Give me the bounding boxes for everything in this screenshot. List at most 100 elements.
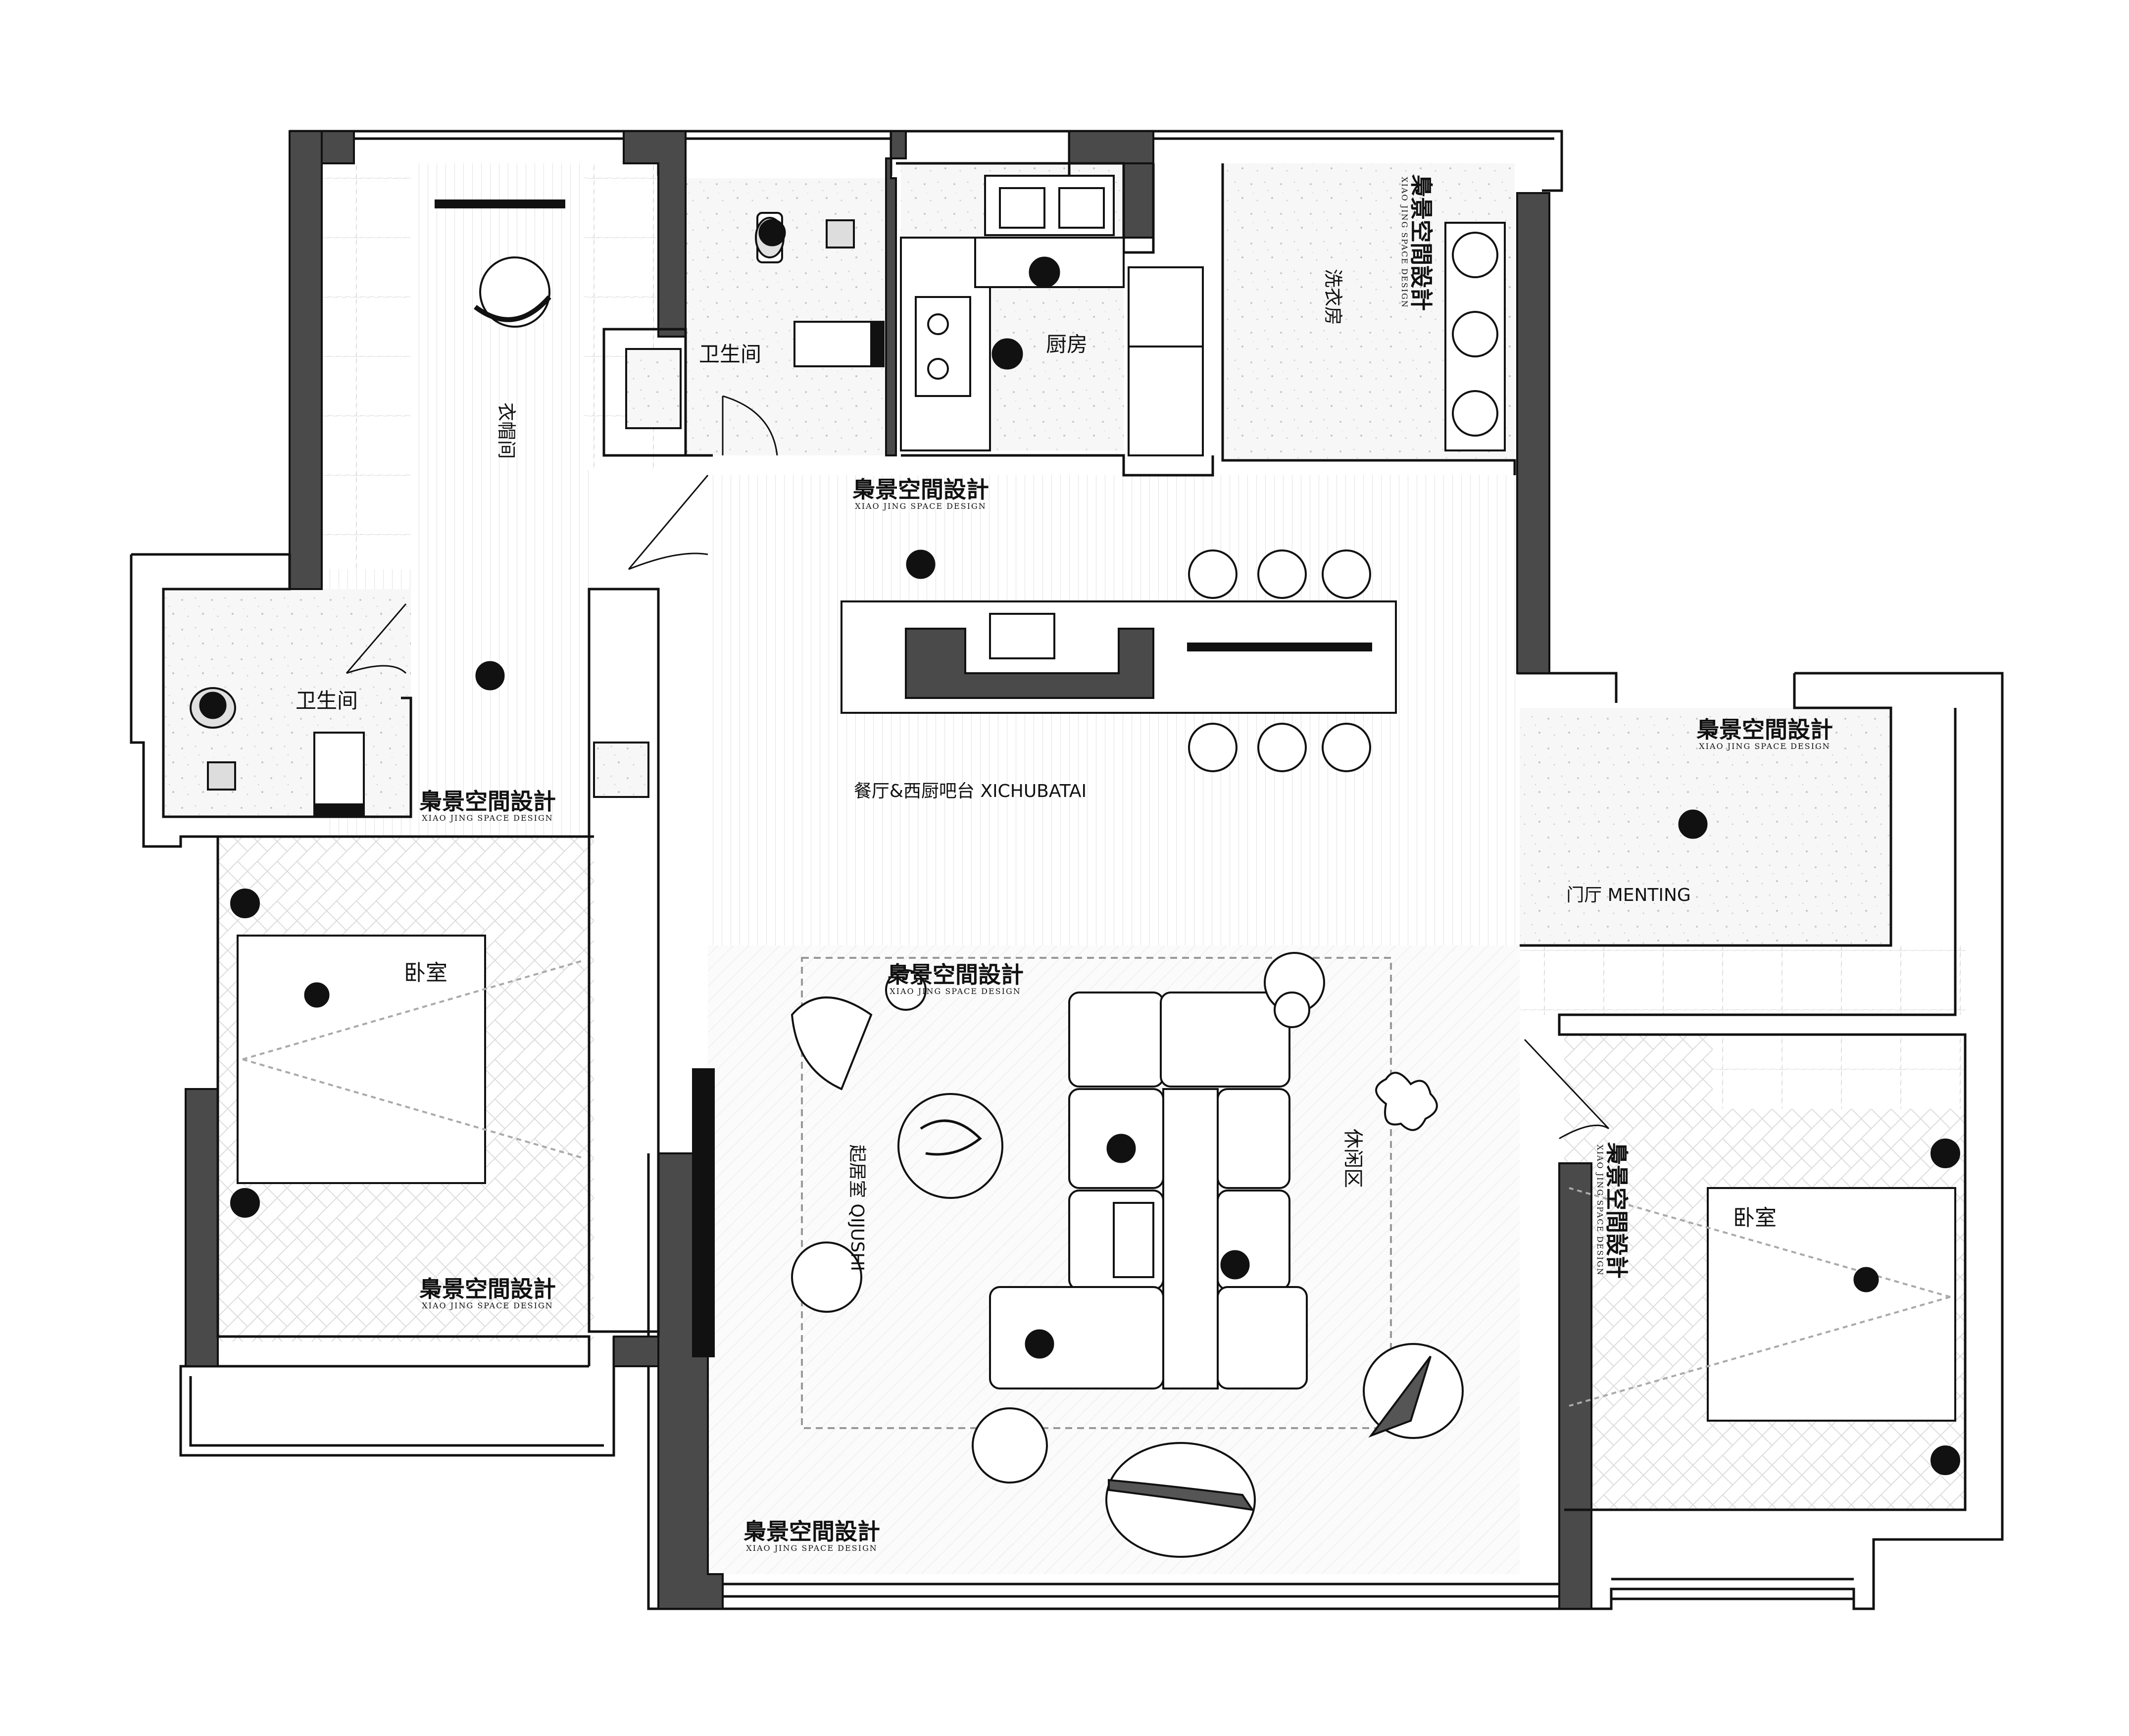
rug-oval-stripe (1108, 1479, 1255, 1511)
watermark-6: 梟景空間設計 XIAO JING SPACE DESIGN (1696, 716, 1833, 751)
label-bedroom-left: 卧室 (404, 960, 447, 986)
svg-text:梟景空間設計: 梟景空間設計 (887, 961, 1024, 988)
watermark-5: 梟景空間設計 XIAO JING SPACE DESIGN (743, 1518, 880, 1553)
svg-text:XIAO JING SPACE DESIGN: XIAO JING SPACE DESIGN (1400, 177, 1409, 308)
person-topview-icon (199, 692, 227, 719)
wall-bath-left-box (131, 553, 412, 818)
wall-closet-top-b (623, 130, 687, 338)
rug-icon (801, 957, 1392, 1429)
person-topview-icon (758, 219, 786, 247)
svg-text:梟景空間設計: 梟景空間設計 (743, 1518, 880, 1545)
sink-icon (999, 187, 1045, 229)
wall-left-lower (185, 1088, 219, 1367)
svg-text:XIAO JING SPACE DESIGN: XIAO JING SPACE DESIGN (855, 501, 986, 511)
person-topview-icon (1853, 1267, 1879, 1292)
svg-text:梟景空間設計: 梟景空間設計 (1696, 716, 1833, 743)
label-dining-bar: 餐厅&西厨吧台 XICHUBATAI (854, 781, 1087, 801)
svg-text:梟景空間設計: 梟景空間設計 (419, 788, 556, 815)
lamp-icon (885, 969, 927, 1011)
label-kitchen: 厨房 (1046, 332, 1088, 356)
person-topview-icon (1678, 809, 1708, 839)
door-arc-dining (628, 475, 709, 570)
bath-vanity-dark (870, 321, 885, 367)
watermark-vertical-2: 梟景空間設計 XIAO JING SPACE DESIGN (1595, 1142, 1630, 1279)
svg-text:XIAO JING SPACE DESIGN: XIAO JING SPACE DESIGN (1595, 1144, 1605, 1276)
svg-text:XIAO JING SPACE DESIGN: XIAO JING SPACE DESIGN (746, 1543, 877, 1553)
person-topview-icon (991, 338, 1023, 370)
sink-icon-2 (1058, 187, 1105, 229)
wall-bath-top (602, 328, 713, 457)
wall-closet-top-a (321, 130, 355, 164)
svg-text:梟景空間設計: 梟景空間設計 (1603, 1142, 1630, 1279)
bed-icon-right (1569, 1139, 1960, 1475)
label-bedroom-right: 卧室 (1733, 1205, 1777, 1231)
label-bathroom-left: 卫生间 (296, 689, 358, 713)
label-bathroom-top: 卫生间 (699, 342, 761, 366)
person-topview-icon (304, 982, 330, 1008)
svg-text:梟景空間設計: 梟景空間設計 (419, 1276, 556, 1302)
bar-sink (989, 613, 1055, 659)
watermark-2: 梟景空間設計 XIAO JING SPACE DESIGN (419, 788, 556, 823)
bar-rail (1187, 643, 1372, 651)
wall-closet-divider (588, 588, 660, 1333)
bar-sink-block (905, 628, 1154, 699)
wall-kitchen-top (1068, 130, 1154, 164)
closet-tiles (322, 163, 411, 569)
svg-text:梟景空間設計: 梟景空間設計 (852, 476, 989, 503)
person-topview-icon (475, 661, 505, 691)
watermark-3: 梟景空間設計 XIAO JING SPACE DESIGN (887, 961, 1024, 996)
side-table-round (791, 1241, 862, 1313)
bar-stools (1188, 549, 1371, 772)
pantry-cabinet (1128, 266, 1204, 456)
wall-kitchen-left (885, 130, 907, 456)
plant-icon (1375, 1072, 1438, 1131)
ottoman-round (972, 1407, 1048, 1484)
bathroom-top-floor (686, 178, 893, 455)
bedroom-right-closet (1713, 1035, 1965, 1109)
person-topview-icon (906, 549, 936, 579)
svg-text:XIAO JING SPACE DESIGN: XIAO JING SPACE DESIGN (422, 813, 553, 823)
label-walk-in-closet: 衣帽间 (495, 402, 517, 459)
svg-text:XIAO JING SPACE DESIGN: XIAO JING SPACE DESIGN (422, 1301, 553, 1310)
label-leisure-area: 休闲区 (1341, 1129, 1364, 1188)
wall-closet-left (289, 130, 323, 590)
room-labels: 衣帽间 卫生间 厨房 洗衣房 卫生间 餐厅&西厨吧台 XICHUBATAI 门厅… (296, 269, 1777, 1271)
furniture (190, 175, 1960, 1558)
tv-panel (692, 1068, 715, 1357)
label-foyer: 门厅 MENTING (1566, 885, 1691, 905)
lounge-chair-accent (1368, 1355, 1432, 1438)
people (199, 219, 1879, 1359)
watermark-vertical-1: 梟景空間設計 XIAO JING SPACE DESIGN (1400, 174, 1435, 311)
svg-text:XIAO JING SPACE DESIGN: XIAO JING SPACE DESIGN (1699, 742, 1830, 751)
bath-shower (625, 348, 682, 429)
window-bottom-left (179, 1366, 604, 1455)
window-bottom (723, 1583, 1559, 1598)
label-laundry: 洗衣房 (1322, 269, 1344, 325)
coffee-table (897, 1093, 1003, 1199)
walls (130, 130, 2004, 1610)
svg-text:XIAO JING SPACE DESIGN: XIAO JING SPACE DESIGN (890, 987, 1021, 996)
svg-text:梟景空間設計: 梟景空間設計 (1408, 174, 1435, 311)
closet-sink (593, 742, 649, 798)
lamp-icon-3 (1274, 992, 1310, 1028)
sofa-cushion (1113, 1202, 1154, 1278)
person-topview-icon (1106, 1134, 1136, 1163)
person-topview-icon (1029, 256, 1060, 288)
bath-left-vanity-dark (313, 803, 365, 818)
watermarks: 梟景空間設計 XIAO JING SPACE DESIGN 梟景空間設計 XIA… (419, 174, 1833, 1553)
person-topview-icon (1025, 1329, 1054, 1359)
wall-bedroom-left (216, 837, 591, 1366)
wall-foyer (1520, 673, 1967, 1511)
window-bottom-right (1611, 1578, 1854, 1600)
watermark-1: 梟景空間設計 XIAO JING SPACE DESIGN (852, 476, 989, 511)
washing-machine-icon (1444, 222, 1506, 451)
floor-drain-icon (826, 219, 855, 248)
floor-drain-icon-left (207, 761, 236, 791)
closet-chair-icon (474, 256, 551, 328)
label-living-room: 起居室 QIJUSHI (847, 1144, 867, 1271)
wall-right-upper (1516, 192, 1550, 674)
stove-icon (915, 296, 971, 397)
person-topview-icon (1220, 1250, 1250, 1280)
wall-kitchen-right (1123, 162, 1154, 239)
